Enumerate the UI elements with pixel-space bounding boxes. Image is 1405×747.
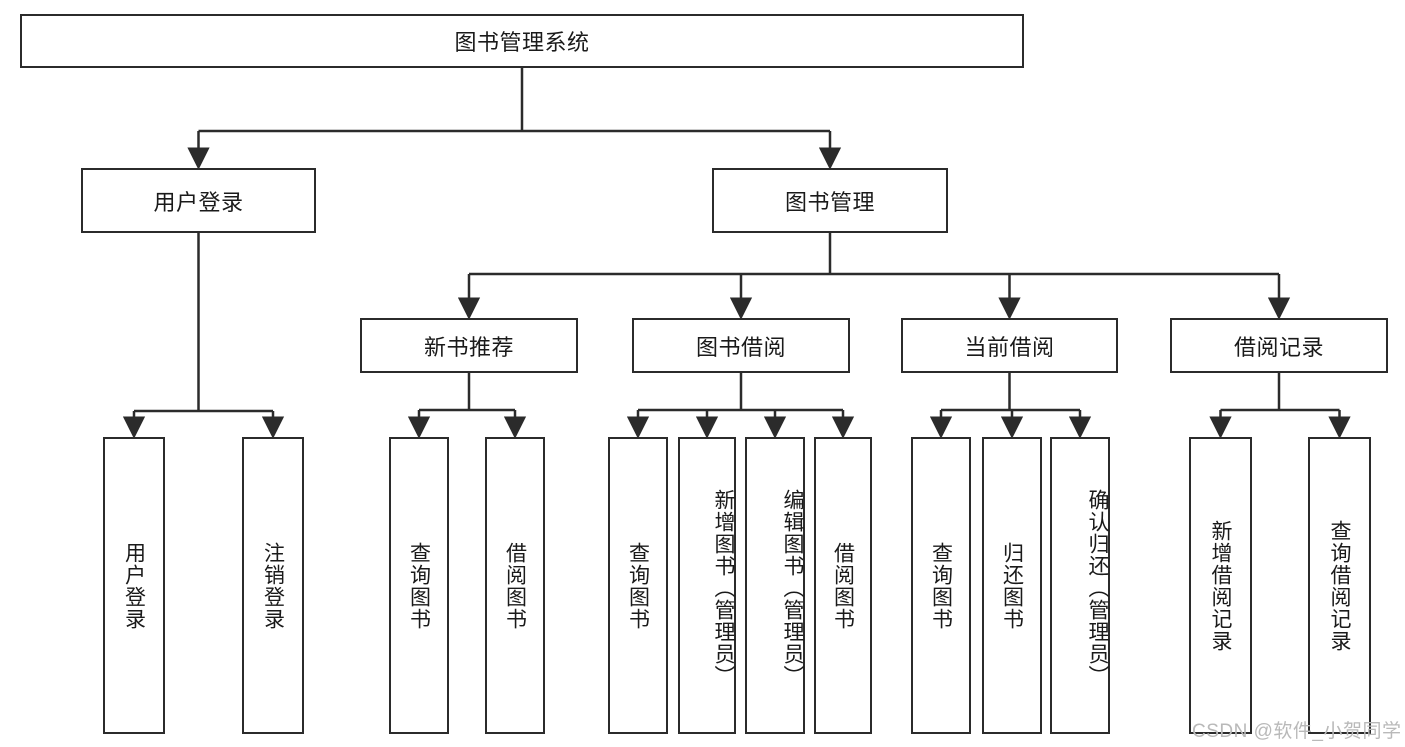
- watermark: CSDN @软件_小贺同学: [1192, 721, 1402, 742]
- node-l-return[interactable]: 归还图书: [982, 437, 1042, 734]
- node-label: 借阅图书: [831, 541, 855, 630]
- node-newrec[interactable]: 新书推荐: [360, 318, 578, 373]
- node-l-confirm[interactable]: 确认归还（管理员）: [1050, 437, 1110, 734]
- node-l-add[interactable]: 新增图书（管理员）: [678, 437, 736, 734]
- node-label: 借阅图书: [503, 541, 527, 630]
- node-label: 新增借阅记录: [1209, 519, 1232, 652]
- node-label: 归还图书: [1000, 541, 1024, 630]
- node-label: 图书管理系统: [454, 30, 590, 55]
- node-label: 查询借阅记录: [1328, 519, 1351, 652]
- node-label: 查询图书: [929, 541, 953, 630]
- node-current[interactable]: 当前借阅: [901, 318, 1118, 373]
- node-label: 图书管理: [784, 189, 875, 215]
- node-label: 新书推荐: [423, 334, 514, 360]
- node-label: 查询图书: [407, 541, 431, 630]
- node-label: 新增图书（管理员）: [712, 488, 735, 687]
- node-label: 用户登录: [153, 189, 244, 215]
- node-l-b1[interactable]: 借阅图书: [485, 437, 545, 734]
- node-l-addrec[interactable]: 新增借阅记录: [1189, 437, 1252, 734]
- node-borrow[interactable]: 图书借阅: [632, 318, 850, 373]
- node-label: 查询图书: [626, 541, 650, 630]
- node-l-q3[interactable]: 查询图书: [911, 437, 971, 734]
- node-records[interactable]: 借阅记录: [1170, 318, 1388, 373]
- node-l-logout[interactable]: 注销登录: [242, 437, 304, 734]
- node-label: 借阅记录: [1233, 334, 1324, 360]
- node-label: 当前借阅: [964, 334, 1055, 360]
- node-label: 编辑图书（管理员）: [781, 488, 804, 687]
- node-l-login[interactable]: 用户登录: [103, 437, 165, 734]
- node-l-q2[interactable]: 查询图书: [608, 437, 668, 734]
- node-label: 确认归还（管理员）: [1086, 488, 1109, 687]
- node-bookmgmt[interactable]: 图书管理: [712, 168, 948, 233]
- node-label: 注销登录: [261, 541, 285, 630]
- node-label: 图书借阅: [695, 334, 786, 360]
- node-root[interactable]: 图书管理系统: [20, 14, 1024, 68]
- node-login[interactable]: 用户登录: [81, 168, 316, 233]
- node-l-b2[interactable]: 借阅图书: [814, 437, 872, 734]
- node-l-edit[interactable]: 编辑图书（管理员）: [745, 437, 805, 734]
- node-label: 用户登录: [122, 541, 146, 630]
- node-l-q1[interactable]: 查询图书: [389, 437, 449, 734]
- node-l-qrec[interactable]: 查询借阅记录: [1308, 437, 1371, 734]
